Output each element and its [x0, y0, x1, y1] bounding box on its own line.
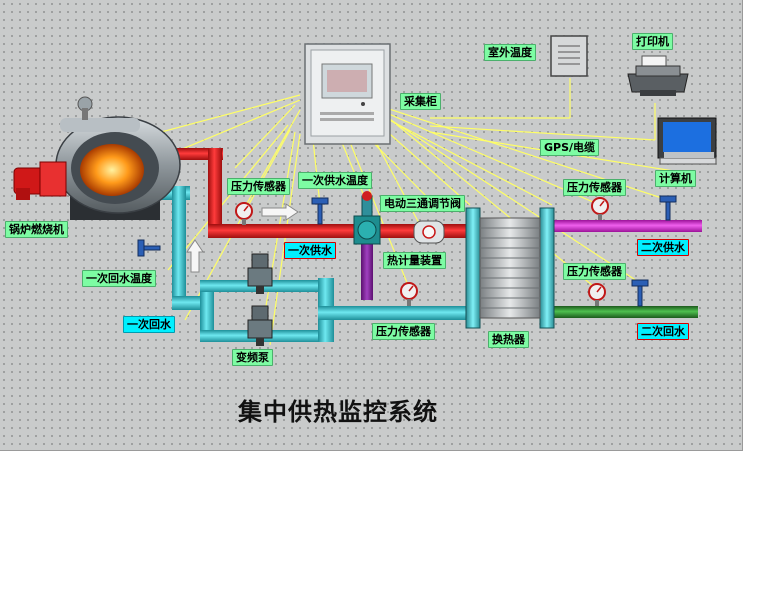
pressure-gauge-icon	[235, 202, 253, 225]
label-collector: 采集柜	[400, 93, 441, 110]
pressure-gauge-icon	[588, 283, 606, 306]
pressure-gauge-icon	[400, 282, 418, 306]
label-three-way-valve: 电动三通调节阀	[380, 195, 465, 212]
valve-bypass-pipe	[361, 238, 373, 300]
printer-icon	[627, 55, 689, 96]
temperature-probe-icon	[311, 197, 329, 225]
temperature-probe-icon	[659, 195, 677, 221]
label-gps-cable: GPS/电缆	[540, 139, 600, 156]
label-secondary-return: 二次回水	[637, 323, 689, 340]
flow-arrow-icon	[261, 203, 299, 221]
label-heat-exchanger: 换热器	[488, 331, 529, 348]
temperature-probe-icon	[631, 279, 649, 307]
valve-icon	[353, 191, 381, 245]
diagram-canvas: 室外温度 打印机 采集柜 GPS/电缆 计算机 压力传感器 一次供水温度 电动三…	[0, 0, 743, 451]
pressure-gauge-icon	[591, 197, 609, 220]
label-pressure-bottom: 压力传感器	[372, 323, 435, 340]
control-cabinet-icon	[304, 43, 391, 145]
label-secondary-supply: 二次供水	[637, 239, 689, 256]
secondary-supply-pipe	[554, 220, 702, 232]
label-printer: 打印机	[632, 33, 673, 50]
label-primary-return-temp: 一次回水温度	[82, 270, 156, 287]
heat-meter-icon	[413, 220, 445, 244]
label-pressure-secondary-return: 压力传感器	[563, 263, 626, 280]
label-primary-supply-temp: 一次供水温度	[298, 172, 372, 189]
page-title: 集中供热监控系统	[238, 397, 438, 426]
label-boiler: 锅炉燃烧机	[5, 221, 68, 238]
label-computer: 计算机	[655, 170, 696, 187]
flow-arrow-icon	[186, 239, 204, 273]
secondary-return-pipe	[554, 306, 698, 318]
heat-exchanger-icon	[465, 207, 555, 329]
label-vfd-pump: 变频泵	[232, 349, 273, 366]
boiler-icon	[13, 96, 181, 220]
computer-icon	[657, 117, 717, 165]
label-pressure-secondary-supply: 压力传感器	[563, 179, 626, 196]
label-primary-supply: 一次供水	[284, 242, 336, 259]
pump-icon	[247, 305, 273, 346]
diagram-svg	[13, 35, 717, 346]
label-heat-meter: 热计量装置	[383, 252, 446, 269]
label-primary-return: 一次回水	[123, 316, 175, 333]
pump-icon	[247, 253, 273, 294]
label-outdoor-temp: 室外温度	[484, 44, 536, 61]
outdoor-sensor-icon	[550, 35, 588, 77]
label-pressure-left: 压力传感器	[227, 178, 290, 195]
temperature-probe-icon	[137, 239, 161, 257]
